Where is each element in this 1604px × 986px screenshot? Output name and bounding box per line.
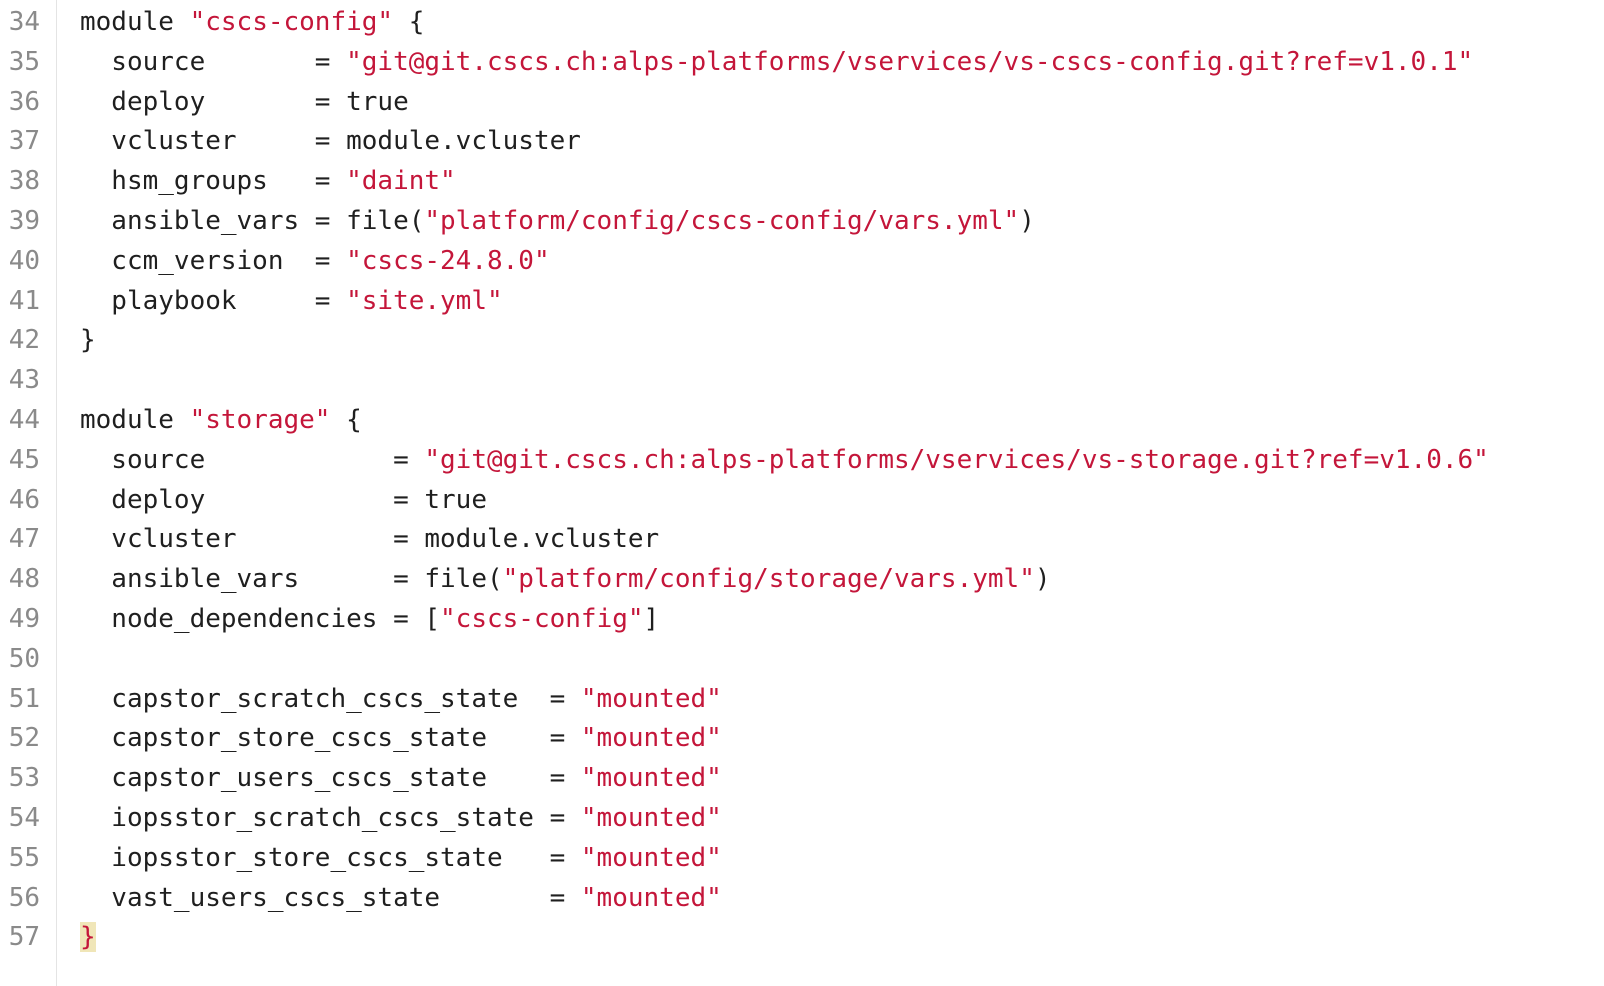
line-number: 36 xyxy=(8,86,40,117)
line-code: vast_users_cscs_state = "mounted" xyxy=(80,878,722,919)
code-token-str: "cscs-24.8.0" xyxy=(346,245,550,276)
code-token-plain: vcluster = module.vcluster xyxy=(80,524,660,555)
code-token-plain: iopsstor_store_cscs_state = xyxy=(80,842,581,873)
line-number: 41 xyxy=(8,285,40,316)
line-number: 46 xyxy=(8,484,40,515)
code-token-plain: capstor_store_cscs_state = xyxy=(80,723,581,754)
line-number: 43 xyxy=(8,365,40,396)
line-number: 38 xyxy=(8,166,40,197)
code-token-plain: deploy = xyxy=(80,484,425,515)
line-number: 44 xyxy=(8,405,40,435)
line-code: ansible_vars = file("platform/config/csc… xyxy=(80,201,1035,242)
code-token-str: "platform/config/storage/vars.yml" xyxy=(502,564,1035,595)
line-code: module "storage" { xyxy=(80,400,362,441)
line-code: vcluster = module.vcluster xyxy=(80,121,581,162)
code-token-plain: capstor_users_cscs_state = xyxy=(80,763,581,794)
code-token-bool: true xyxy=(346,86,409,117)
line-number: 57 xyxy=(8,922,40,953)
line-code: deploy = true xyxy=(80,480,487,521)
code-token-plain: iopsstor_scratch_cscs_state = xyxy=(80,803,581,833)
code-token-str: "platform/config/cscs-config/vars.yml" xyxy=(424,206,1020,236)
line-code: iopsstor_store_cscs_state = "mounted" xyxy=(80,838,722,879)
code-token-plain: ] xyxy=(643,604,660,634)
code-token-str: "mounted" xyxy=(580,683,722,714)
code-token-plain: ccm_version = xyxy=(80,245,347,276)
line-number-gutter xyxy=(0,0,57,986)
line-number: 35 xyxy=(8,46,40,77)
line-number: 52 xyxy=(8,723,40,754)
code-token-plain: deploy = xyxy=(80,86,347,117)
line-number: 42 xyxy=(8,325,40,356)
line-number: 50 xyxy=(8,643,40,674)
code-token-str: "daint" xyxy=(346,166,456,197)
code-token-str: "site.yml" xyxy=(346,285,503,316)
code-token-plain: capstor_scratch_cscs_state = xyxy=(80,683,581,714)
line-number: 34 xyxy=(8,7,40,37)
code-token-str: "cscs-config" xyxy=(189,7,394,37)
code-token-str: "mounted" xyxy=(580,803,722,833)
code-token-plain: ansible_vars = file( xyxy=(80,206,425,236)
line-code: iopsstor_scratch_cscs_state = "mounted" xyxy=(80,798,722,839)
line-number: 49 xyxy=(8,604,40,634)
line-code: capstor_scratch_cscs_state = "mounted" xyxy=(80,679,722,720)
line-code: deploy = true xyxy=(80,82,409,123)
line-code: } xyxy=(80,320,96,361)
line-code: vcluster = module.vcluster xyxy=(80,519,659,560)
code-token-plain: ) xyxy=(1019,206,1035,236)
code-token-str: "cscs-config" xyxy=(440,604,644,634)
line-code: playbook = "site.yml" xyxy=(80,281,503,322)
code-token-plain: vast_users_cscs_state = xyxy=(80,882,581,913)
code-token-plain: vcluster = module.vcluster xyxy=(80,126,581,157)
code-token-plain: ) xyxy=(1034,564,1051,595)
code-token-plain: node_dependencies = [ xyxy=(80,604,441,634)
code-token-plain: source = xyxy=(80,444,425,475)
line-code: capstor_users_cscs_state = "mounted" xyxy=(80,758,722,799)
line-number: 37 xyxy=(8,126,40,157)
code-token-kw: module xyxy=(80,405,190,435)
line-number: 54 xyxy=(8,803,40,833)
code-token-plain: source = xyxy=(80,46,347,77)
code-token-kw: module xyxy=(80,7,190,37)
line-number: 56 xyxy=(8,882,40,913)
line-code: source = "git@git.cscs.ch:alps-platforms… xyxy=(80,440,1489,481)
code-token-plain: } xyxy=(80,325,96,356)
line-number: 51 xyxy=(8,683,40,714)
line-code: node_dependencies = ["cscs-config"] xyxy=(80,599,659,640)
code-token-str: "mounted" xyxy=(580,763,722,794)
line-code: capstor_store_cscs_state = "mounted" xyxy=(80,718,722,759)
code-token-str: "git@git.cscs.ch:alps-platforms/vservice… xyxy=(424,444,1489,475)
code-token-str: "mounted" xyxy=(580,882,722,913)
line-number: 48 xyxy=(8,564,40,595)
line-number: 55 xyxy=(8,842,40,873)
code-token-str: "mounted" xyxy=(580,842,722,873)
code-token-plain: playbook = xyxy=(80,285,347,316)
code-token-str: "git@git.cscs.ch:alps-platforms/vservice… xyxy=(346,46,1474,77)
line-code: source = "git@git.cscs.ch:alps-platforms… xyxy=(80,42,1473,83)
code-token-bool: true xyxy=(424,484,487,515)
code-token-str: "storage" xyxy=(189,405,331,435)
code-token-brace-hl: } xyxy=(80,922,96,953)
code-token-plain: ansible_vars = file( xyxy=(80,564,503,595)
line-code: hsm_groups = "daint" xyxy=(80,161,456,202)
code-token-plain: { xyxy=(393,7,425,37)
line-code: ccm_version = "cscs-24.8.0" xyxy=(80,241,550,282)
line-code: ansible_vars = file("platform/config/sto… xyxy=(80,559,1051,600)
line-code: module "cscs-config" { xyxy=(80,2,424,43)
line-number: 53 xyxy=(8,763,40,794)
line-number: 45 xyxy=(8,444,40,475)
code-token-plain: hsm_groups = xyxy=(80,166,347,197)
code-token-str: "mounted" xyxy=(580,723,722,754)
line-number: 39 xyxy=(8,206,40,236)
line-number: 40 xyxy=(8,245,40,276)
line-number: 47 xyxy=(8,524,40,555)
line-code: } xyxy=(80,917,96,958)
code-token-plain: { xyxy=(330,405,362,435)
